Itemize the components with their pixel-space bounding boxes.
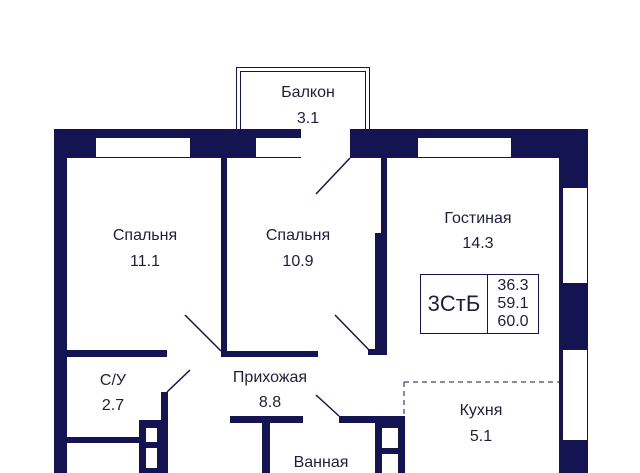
door-swing	[184, 314, 222, 352]
door-swing	[315, 157, 351, 195]
wall	[368, 349, 387, 355]
room-name-wc: С/У	[99, 372, 127, 389]
left-wall	[54, 129, 67, 473]
wall	[67, 350, 167, 357]
wall	[230, 416, 303, 423]
shaft-box	[382, 428, 398, 448]
balcony-outline	[236, 67, 370, 131]
room-name-hallway: Прихожая	[232, 369, 308, 386]
living-area: 36.3	[497, 277, 529, 294]
wall	[221, 158, 227, 357]
wall	[67, 437, 147, 443]
apartment-type: 3СтБ	[421, 275, 488, 333]
room-name-bathroom: Ванная	[293, 454, 349, 471]
total-area-with-balcony: 60.0	[497, 313, 529, 330]
wall	[375, 233, 387, 355]
balcony-railing	[240, 71, 366, 131]
shaft-box	[146, 448, 157, 468]
door-swing	[166, 369, 191, 393]
total-area: 59.1	[497, 295, 529, 312]
window	[256, 137, 301, 158]
room-area-balcony: 3.1	[296, 110, 320, 127]
room-name-living: Гостиная	[444, 210, 512, 227]
room-area-hallway: 8.8	[258, 394, 282, 411]
wall	[161, 392, 168, 473]
room-area-living: 14.3	[462, 235, 494, 252]
shaft-box	[146, 428, 157, 442]
door-swing	[315, 394, 340, 417]
wall	[339, 416, 405, 423]
wall	[262, 423, 270, 473]
room-name-kitchen: Кухня	[459, 402, 503, 419]
shaft-box	[382, 454, 398, 473]
room-area-bedroom-1: 11.1	[130, 253, 160, 270]
room-area-wc: 2.7	[101, 397, 125, 414]
room-name-bedroom-2: Спальня	[265, 227, 331, 244]
window	[418, 137, 511, 158]
window	[562, 188, 588, 283]
wall	[221, 351, 318, 357]
room-area-kitchen: 5.1	[469, 428, 493, 445]
room-name-bedroom-1: Спальня	[112, 227, 178, 244]
window	[96, 137, 190, 158]
door-swing	[334, 314, 371, 352]
apartment-info-box: 3СтБ 36.3 59.1 60.0	[420, 274, 539, 334]
room-area-bedroom-2: 10.9	[282, 253, 314, 270]
window	[562, 350, 588, 440]
room-name-balcony: Балкон	[281, 84, 335, 101]
